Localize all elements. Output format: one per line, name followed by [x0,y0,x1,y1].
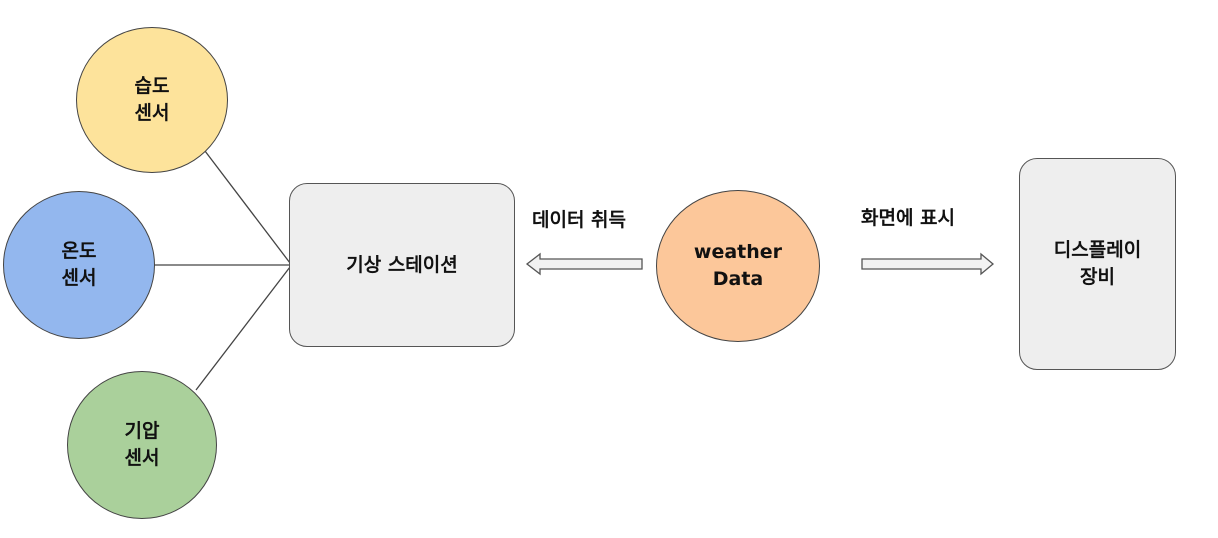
pressure-sensor-label: 기압 센서 [124,420,160,469]
humidity-sensor-node: 습도 센서 [76,27,228,173]
display-device-node: 디스플레이 장비 [1019,158,1176,370]
weather-station-label: 기상 스테이션 [346,253,458,276]
weather-data-label: weather Data [693,241,783,290]
display-device-label: 디스플레이 장비 [1053,239,1142,288]
arrow-left-icon [525,252,643,276]
temperature-sensor-node: 온도 센서 [3,191,155,339]
temperature-sensor-label: 온도 센서 [61,240,97,289]
humidity-sensor-label: 습도 센서 [134,75,170,124]
pressure-sensor-node: 기압 센서 [67,371,217,519]
connector-humidity [204,150,291,264]
acquire-data-label: 데이터 취득 [532,209,627,231]
weather-station-node: 기상 스테이션 [289,183,515,347]
display-on-screen-label: 화면에 표시 [861,207,956,229]
arrow-right-icon [861,252,995,276]
weather-data-node: weather Data [656,190,820,342]
connector-pressure [195,266,291,391]
